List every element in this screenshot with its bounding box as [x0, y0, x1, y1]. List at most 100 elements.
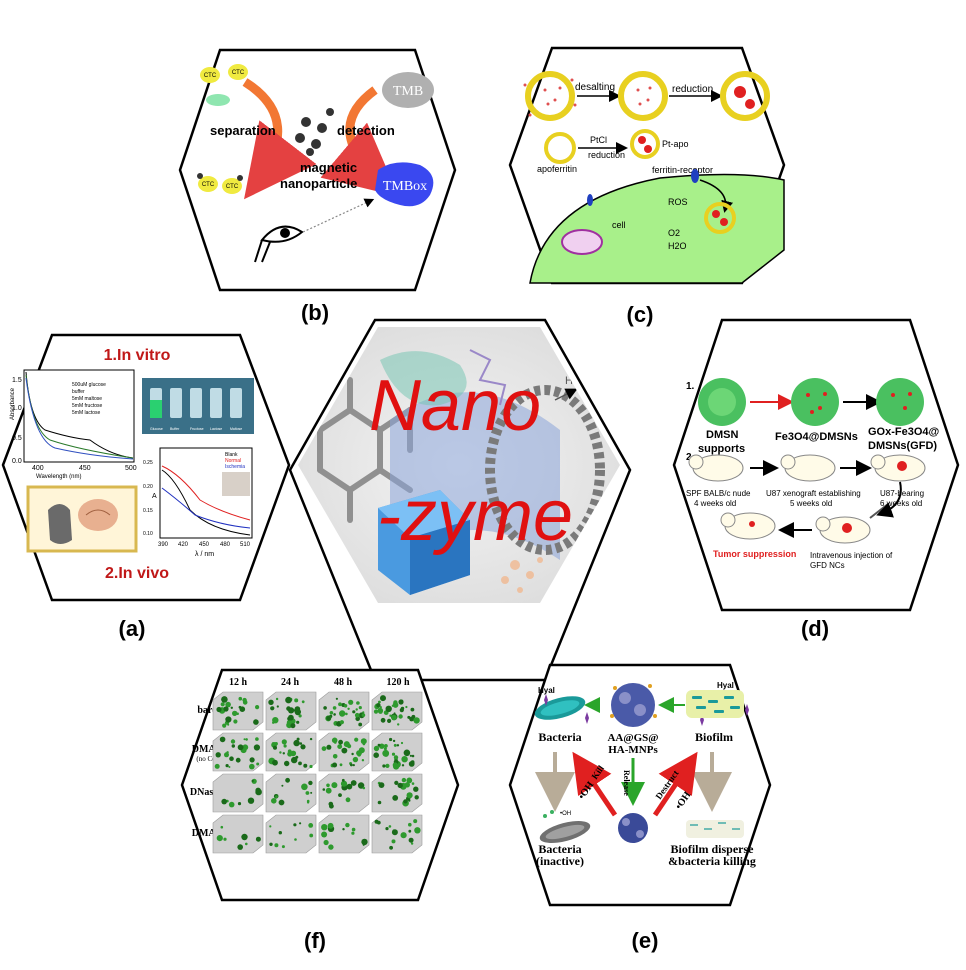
- panel-b: CTC CTC TMB separation detection magneti…: [178, 48, 457, 292]
- absorbance-chart-2: Blank Normal Ischemia A λ / nm 390 420 4…: [143, 447, 253, 558]
- panel-a-label: (a): [119, 616, 146, 641]
- separation-label: separation: [210, 123, 276, 138]
- biofilm-tile: [318, 691, 370, 731]
- separation-arrow: [242, 78, 317, 200]
- vial-label: Lactose: [210, 427, 222, 431]
- cell-membrane: [529, 173, 785, 284]
- dmsn-label: DMSN: [706, 429, 738, 441]
- x-tick: 450: [199, 542, 210, 548]
- tmbox-blob: [375, 162, 434, 207]
- molecule-chain: [469, 349, 507, 406]
- row-header: DNase I: [190, 787, 224, 798]
- apoferritin-small: [544, 132, 576, 164]
- detection-arrow: [320, 86, 399, 197]
- gox-label-1: GOx-Fe3O4@: [868, 426, 940, 438]
- detection-label: detection: [337, 123, 395, 138]
- mouse-1: [688, 454, 744, 482]
- y-tick: 0.5: [12, 435, 22, 442]
- apoferritin-cage-3: [720, 71, 770, 121]
- biofilm-layer: [686, 690, 744, 718]
- inactive-bacteria: [539, 810, 591, 843]
- vial-label: Glucose: [150, 427, 163, 431]
- disperse-label-1: Biofilm disperse: [671, 842, 755, 856]
- u87b-label-1: U87-bearing: [880, 489, 924, 498]
- row-header: bare: [197, 705, 217, 716]
- biofilm-tile: [212, 814, 264, 854]
- biofilm-tile: [265, 732, 317, 772]
- panel-e-label: (e): [632, 928, 659, 953]
- apoferritin-cage-2: [618, 71, 668, 121]
- release-label: Release: [622, 770, 631, 796]
- apoferritin-label: apoferritin: [537, 164, 577, 174]
- biofilm-image-grid: [212, 691, 423, 854]
- title-nano: Nano: [369, 366, 541, 446]
- bacteria-inactive-label-2: (inactive): [536, 854, 584, 868]
- oh-small-label: •OH: [560, 811, 571, 817]
- ferritin-receptor: [691, 169, 699, 183]
- panel-b-hexagon: [178, 48, 457, 292]
- ros-label: ROS: [668, 197, 688, 207]
- h2o-label: H2O: [668, 241, 687, 251]
- mouse-4: [720, 512, 776, 540]
- magnetic-nanoparticles: [295, 108, 334, 156]
- biofilm-tile: [371, 691, 423, 731]
- title-zyme: -zyme: [377, 476, 573, 556]
- x-axis-label: Wavelength (nm): [36, 474, 81, 480]
- bacteria-rod: [534, 696, 586, 720]
- pt-apo-cage: [630, 129, 660, 159]
- vial-label: Maltose: [230, 427, 242, 431]
- panel-a: 1.In vitro 500uM glucose buffer 5mM malt…: [1, 333, 291, 602]
- o2-label: O2: [668, 228, 680, 238]
- in-vivo-label: 2.In vivo: [105, 565, 169, 582]
- row-header: DMAE: [192, 744, 223, 755]
- released-particles: [618, 813, 648, 843]
- legend-1: 500uM glucose buffer 5mM maltose 5mM fru…: [72, 382, 106, 416]
- cell-label: cell: [612, 220, 626, 230]
- col-header: 48 h: [334, 677, 353, 688]
- y-axis-label: A: [152, 493, 157, 500]
- u87x-label-2: 5 weeks old: [790, 499, 832, 508]
- bacteria-inactive-label-1: Bacteria: [538, 842, 581, 856]
- x-tick: 400: [32, 465, 44, 472]
- ctc-cells-top: CTC CTC: [200, 64, 248, 106]
- biofilm-tile: [212, 773, 264, 813]
- orange-molecule: [501, 557, 543, 593]
- col-header: 120 h: [386, 677, 410, 688]
- panel-d-label: (d): [801, 616, 829, 641]
- spf-label-1: SPF BALB/c nude: [686, 489, 751, 498]
- panel-c: desalting reduction apoferritin PtCl red…: [508, 46, 786, 285]
- aa-gs-ha-mnps-cluster: [610, 683, 657, 727]
- legend-item: 5mM fructose: [72, 403, 103, 409]
- step1-label: 1.: [686, 381, 695, 392]
- disperse-label-2: &bacteria killing: [668, 854, 756, 868]
- tmb-label: TMB: [393, 84, 423, 99]
- x-tick: 480: [220, 542, 231, 548]
- tmbox-label: TMBox: [383, 179, 427, 194]
- tumor-suppression-label: Tumor suppression: [713, 549, 796, 559]
- protein-structure: [380, 351, 467, 406]
- ptcl-label: PtCl: [590, 135, 607, 145]
- y-tick: 1.0: [12, 405, 22, 412]
- hyal-left-label: Hyal: [538, 686, 555, 695]
- biofilm-tile: [318, 814, 370, 854]
- y-tick: 0.0: [12, 458, 22, 465]
- biofilm-tile: [371, 773, 423, 813]
- y-tick: 0.10: [143, 531, 153, 537]
- legend-item: 5mM maltose: [72, 396, 102, 402]
- observation-dotted-arrow: [302, 198, 375, 233]
- x-tick: 450: [79, 465, 91, 472]
- bacteria-label: Bacteria: [538, 730, 581, 744]
- tmb-cloud: [382, 72, 434, 108]
- biofilm-tile: [318, 773, 370, 813]
- fe3o4-label: Fe3O4@DMSNs: [775, 431, 858, 443]
- biofilm-tile: [212, 691, 264, 731]
- u87x-label-1: U87 xenograft establishing: [766, 489, 861, 498]
- internalized-nanozyme: [704, 202, 736, 234]
- pt-apo-label: Pt-apo: [662, 139, 689, 149]
- y-tick: 0.20: [143, 484, 153, 490]
- u87b-label-2: 6 weeks old: [880, 499, 922, 508]
- row-subheader: (no Ce): [196, 755, 218, 763]
- ctc-cells-bottom: CTC CTC: [197, 173, 243, 194]
- x-tick: 510: [240, 542, 251, 548]
- in-vitro-label: 1.In vitro: [104, 347, 171, 364]
